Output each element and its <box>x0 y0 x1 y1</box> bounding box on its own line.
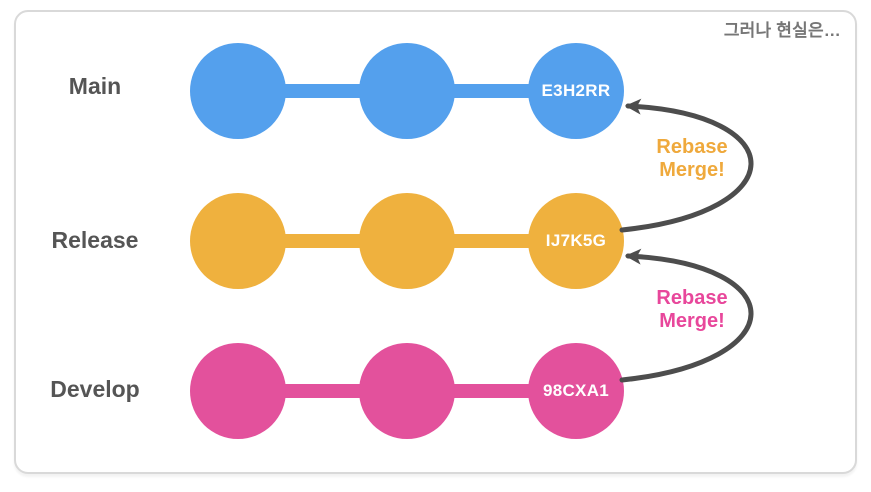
commit-node-main-1 <box>190 43 286 139</box>
branch-label-develop: Develop <box>50 376 140 402</box>
commit-hash-release: IJ7K5G <box>545 231 607 250</box>
commit-node-release-2 <box>359 193 455 289</box>
commit-node-main-2 <box>359 43 455 139</box>
rebase-note-line2: Merge! <box>659 159 725 181</box>
branch-label-release: Release <box>51 227 139 253</box>
commit-node-develop-1 <box>190 343 286 439</box>
commit-node-release-1 <box>190 193 286 289</box>
rebase-note-line1: Rebase <box>656 136 728 158</box>
rebase-merge-note-lower: Rebase Merge! <box>627 287 757 333</box>
branch-label-main: Main <box>68 73 122 99</box>
caption-text: 그러나 현실은… <box>723 21 841 40</box>
commit-node-release-3: IJ7K5G <box>528 193 624 289</box>
commit-hash-develop: 98CXA1 <box>542 381 610 400</box>
commit-hash-main: E3H2RR <box>541 81 611 100</box>
commit-node-develop-2 <box>359 343 455 439</box>
commit-node-develop-3: 98CXA1 <box>528 343 624 439</box>
commit-node-main-3: E3H2RR <box>528 43 624 139</box>
rebase-note-line2: Merge! <box>659 310 725 332</box>
rebase-note-line1: Rebase <box>656 287 728 309</box>
rebase-merge-note-upper: Rebase Merge! <box>627 136 757 182</box>
